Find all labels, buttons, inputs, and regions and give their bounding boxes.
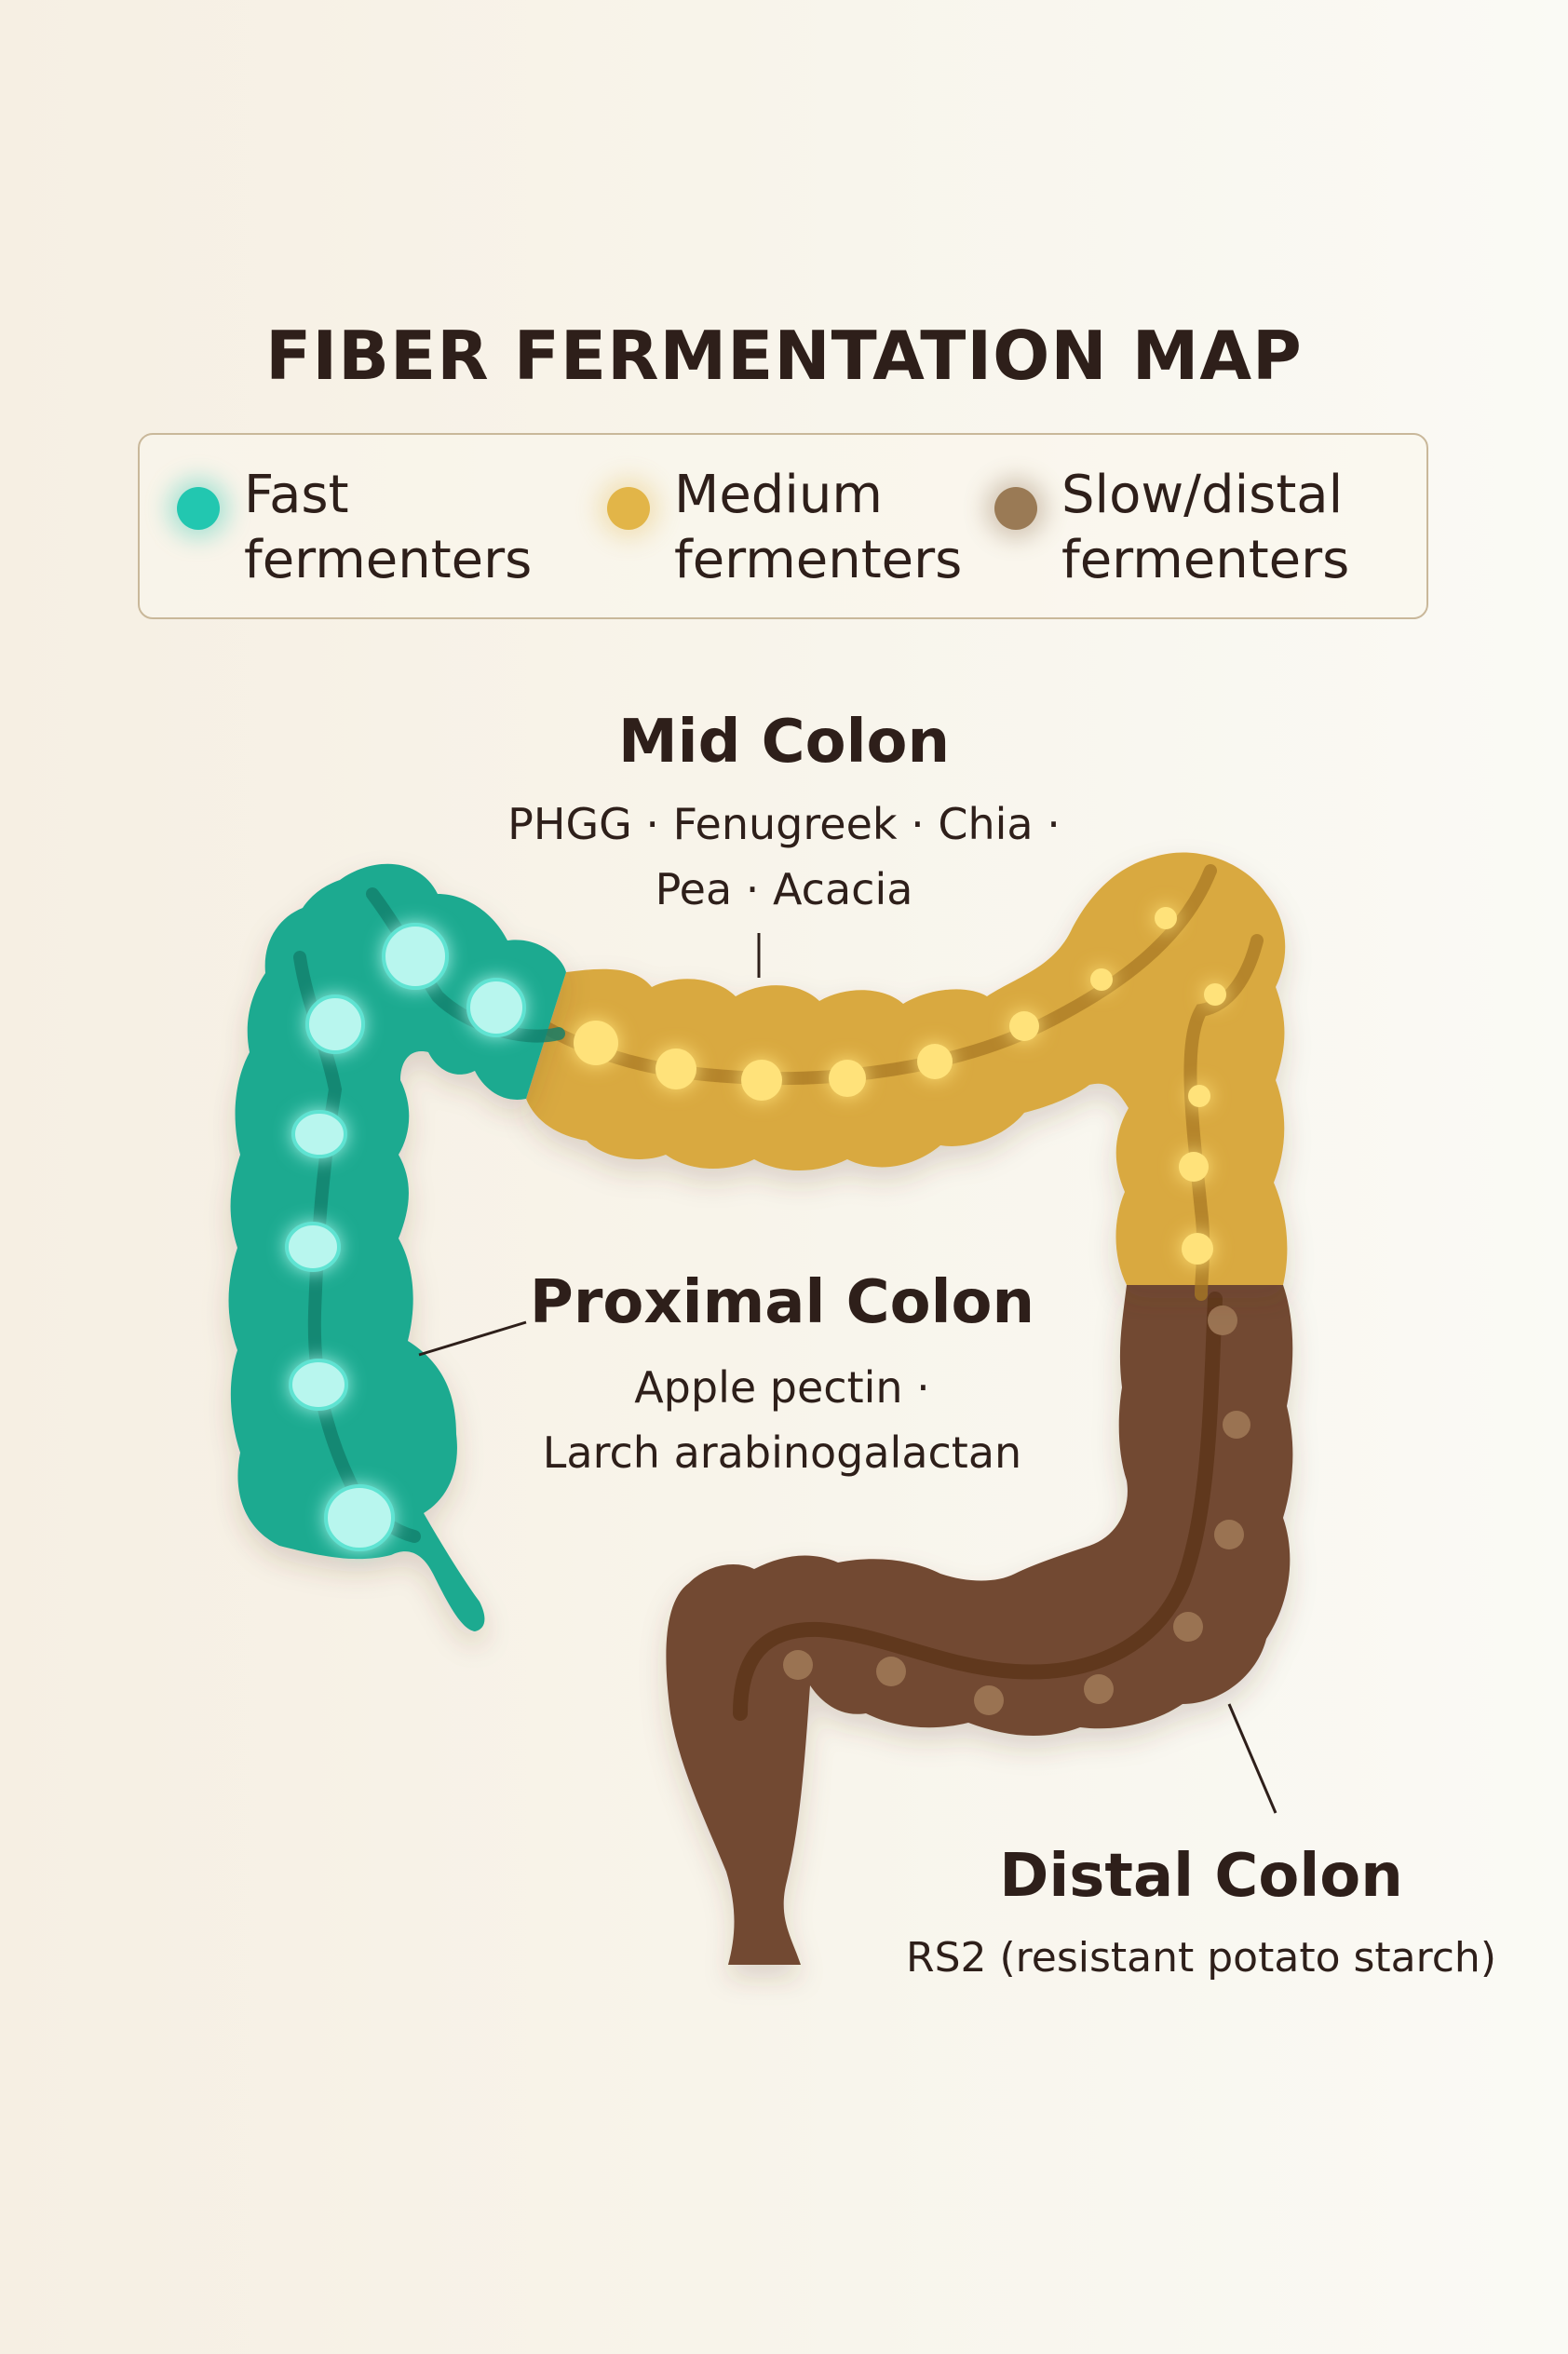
mid-colon-fibers-line1: PHGG · Fenugreek · Chia · — [507, 799, 1061, 849]
proximal-colon-fibers-line2: Larch arabinogalactan — [542, 1427, 1022, 1478]
legend-item-medium: Medium fermenters — [607, 463, 962, 593]
brown-dot-icon — [994, 487, 1037, 530]
legend-label: fermenters — [1061, 530, 1350, 590]
gold-dot-icon — [607, 487, 650, 530]
legend-label: fermenters — [244, 530, 533, 590]
mid-glow-spots — [574, 907, 1226, 1265]
proximal-colon-fibers-line1: Apple pectin · — [634, 1362, 930, 1413]
teal-dot-icon — [177, 487, 220, 530]
legend-item-slow: Slow/distal fermenters — [994, 463, 1349, 593]
legend-item-fast: Fast fermenters — [177, 463, 532, 593]
distal-colon-shape — [666, 1285, 1293, 1965]
legend-label: Medium — [674, 465, 883, 525]
proximal-colon-leader-line — [418, 1320, 527, 1357]
proximal-colon-title: Proximal Colon — [529, 1268, 1035, 1337]
distal-colon-title: Distal Colon — [999, 1842, 1403, 1911]
legend: Fast fermenters Medium fermenters Slow/d… — [138, 433, 1428, 619]
distal-spots — [783, 1306, 1250, 1715]
page-title: FIBER FERMENTATION MAP — [265, 317, 1303, 395]
legend-label: Fast — [244, 465, 349, 525]
proximal-glow-spots — [285, 923, 526, 1551]
mid-colon-title: Mid Colon — [617, 708, 951, 777]
legend-label: fermenters — [674, 530, 963, 590]
distal-colon-fibers: RS2 (resistant potato starch) — [906, 1934, 1496, 1982]
distal-lumen-line — [733, 1292, 1223, 1721]
distal-colon-leader-line — [1227, 1703, 1277, 1814]
legend-label: Slow/distal — [1061, 465, 1344, 525]
mid-colon-fibers-line2: Pea · Acacia — [655, 864, 913, 914]
proximal-colon-shape — [228, 863, 566, 1631]
